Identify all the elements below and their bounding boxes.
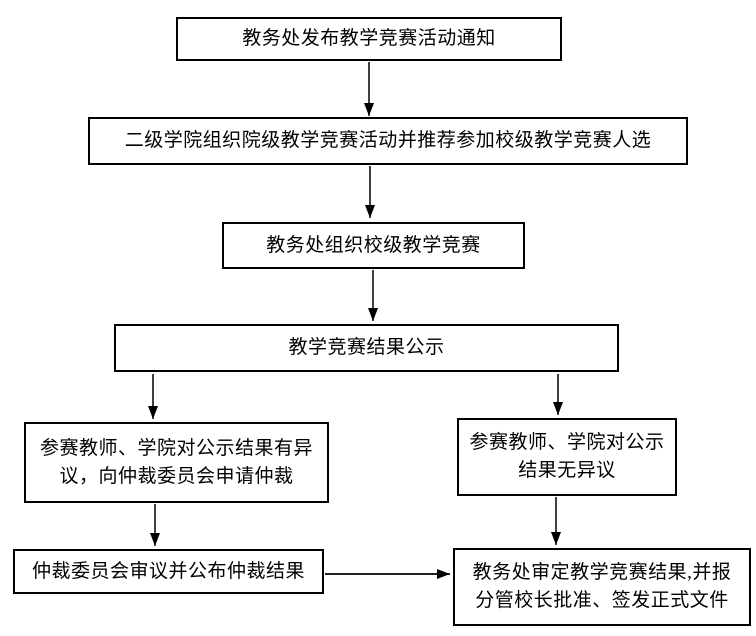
node-no-objection: 参赛教师、学院对公示 结果无异议 [457,418,677,496]
node-label-line: 二级学院组织院级教学竞赛活动并推荐参加校级教学竞赛人选 [124,130,652,151]
node-label-line: 结果无异议 [518,460,616,481]
node-label-line: 教务处组织校级教学竞赛 [266,234,481,256]
node-objection: 参赛教师、学院对公示结果有异 议，向仲裁委员会申请仲裁 [24,422,329,503]
node-label-line: 教学竞赛结果公示 [288,337,445,358]
node-publish-notice: 教务处发布教学竞赛活动通知 [176,17,562,61]
node-arbitration: 仲裁委员会审议并公布仲裁结果 [13,549,324,594]
node-label-line: 参赛教师、学院对公示结果有异 [39,437,313,459]
node-label-line: 教务处发布教学竞赛活动通知 [242,28,496,49]
node-label-line: 分管校长批准、签发正式文件 [475,590,729,611]
node-school-competition: 教务处组织校级教学竞赛 [222,222,525,269]
node-label-line: 参赛教师、学院对公示 [469,432,665,453]
node-final-approval: 教务处审定教学竞赛结果,并报 分管校长批准、签发正式文件 [453,548,751,626]
node-college-competition: 二级学院组织院级教学竞赛活动并推荐参加校级教学竞赛人选 [88,117,688,165]
node-label-line: 仲裁委员会审议并公布仲裁结果 [31,560,305,582]
node-label-line: 教务处审定教学竞赛结果,并报 [472,562,732,583]
node-label-line: 议，向仲裁委员会申请仲裁 [59,465,294,487]
node-result-publicity: 教学竞赛结果公示 [114,324,619,372]
